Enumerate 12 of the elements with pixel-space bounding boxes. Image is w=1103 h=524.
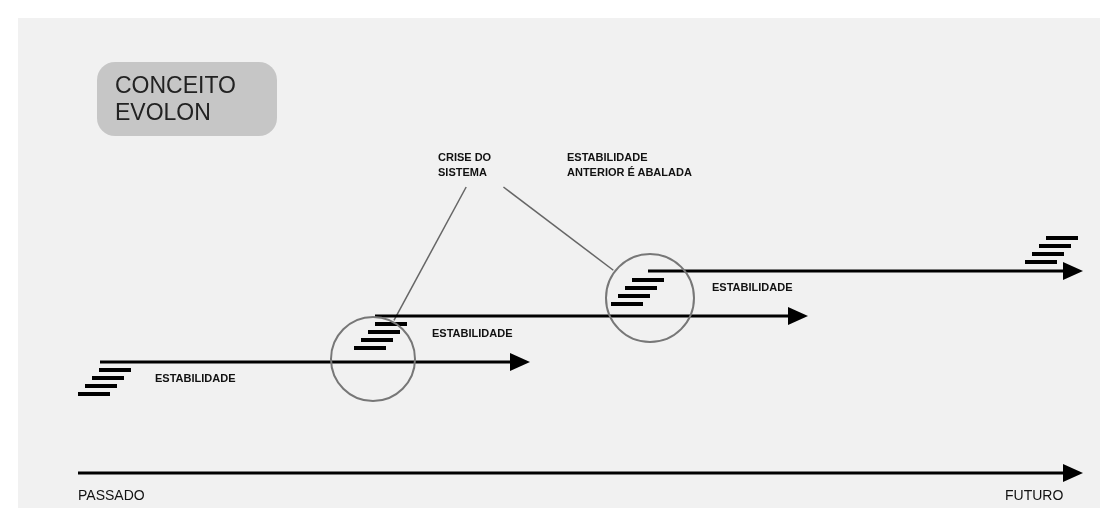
axis-label: FUTURO (1005, 488, 1064, 502)
title-box: CONCEITO EVOLON (97, 62, 277, 136)
callout-text: CRISE DO SISTEMA (438, 150, 516, 184)
note-text: ESTABILIDADE ANTERIOR É ABALADA (567, 150, 693, 180)
phase-label: ESTABILIDADE (432, 326, 513, 340)
phase-label: ESTABILIDADE (712, 280, 793, 294)
leader-line (393, 186, 467, 322)
highlight-circle (605, 253, 695, 343)
highlight-circle (330, 316, 416, 402)
leader-line (502, 186, 615, 271)
phase-label: ESTABILIDADE (155, 371, 236, 385)
axis-label: PASSADO (78, 488, 145, 502)
